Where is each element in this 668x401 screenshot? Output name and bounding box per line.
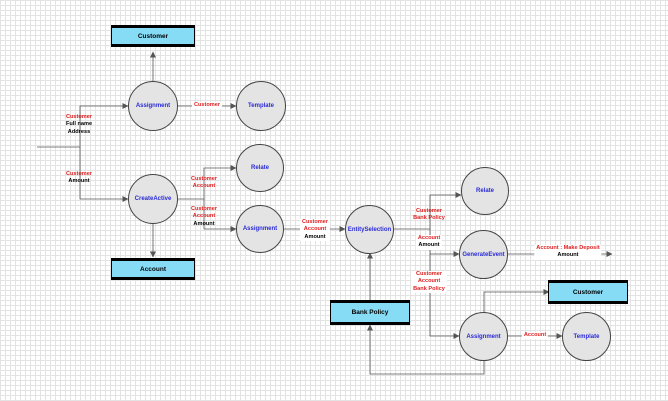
entity-selection-process[interactable]: EntitySelection	[345, 205, 394, 254]
label-text: Account	[417, 235, 441, 241]
label-text: Account	[417, 278, 441, 285]
customer-store-right[interactable]: Customer	[548, 280, 628, 304]
label-assign-to-template-2: Account	[521, 332, 549, 340]
generate-event-process[interactable]: GenerateEvent	[459, 230, 508, 279]
label-assign-to-template: Customer	[191, 102, 223, 110]
account-store[interactable]: Account	[111, 258, 195, 280]
label-text: Account	[303, 226, 327, 233]
flow-to-assignment-1	[79, 103, 129, 147]
create-active-process[interactable]: CreateActive	[128, 174, 178, 224]
label-text: Bank Policy	[413, 285, 445, 292]
label-text: Customer	[193, 102, 221, 108]
flow-to-create-active	[79, 147, 129, 202]
template-process-1[interactable]: Template	[236, 81, 286, 131]
assignment-process-1[interactable]: Assignment	[128, 81, 178, 131]
label-text: Customer	[190, 176, 218, 182]
flow-create-to-relate	[178, 165, 237, 200]
label-entity-to-assignment: Customer Account Bank Policy	[411, 271, 447, 293]
label-text: Amount	[418, 242, 440, 249]
label-text: Customer	[301, 219, 329, 225]
label-text: Full name	[65, 121, 93, 128]
label-text: Address	[67, 128, 91, 135]
flow-assignment-to-bankpolicy	[367, 324, 485, 375]
label-text: Amount	[304, 233, 326, 240]
assignment-process-3[interactable]: Assignment	[459, 312, 508, 361]
flow-create-to-assignment-2	[203, 199, 237, 232]
label-create-to-relate: Customer Account	[191, 176, 217, 191]
template-process-2[interactable]: Template	[562, 312, 611, 361]
label-text: Customer	[65, 114, 93, 120]
flow-entity-to-relate	[394, 192, 462, 230]
label-create-to-assignment: Customer Account Amount	[191, 206, 217, 228]
label-text: Amount	[557, 252, 579, 259]
label-text: Bank Policy	[413, 215, 445, 222]
label-text: Amount	[193, 220, 215, 227]
bank-policy-store[interactable]: Bank Policy	[330, 300, 410, 325]
label-text: Account : Make Deposit	[536, 245, 600, 251]
label-text: Customer	[65, 171, 93, 177]
label-text: Account	[192, 213, 216, 220]
label-text: Customer	[415, 208, 443, 214]
label-text: Customer	[415, 271, 443, 277]
label-text: Amount	[68, 178, 90, 185]
label-text: Account	[523, 332, 547, 338]
customer-store-top[interactable]: Customer	[111, 25, 195, 47]
label-input-assignment: Customer Full name Address	[66, 114, 92, 136]
label-generate-out: Account : Make Deposit Amount	[534, 245, 602, 260]
flow-entity-to-assignment-3	[429, 254, 460, 339]
label-text: Account	[192, 183, 216, 190]
relate-process-2[interactable]: Relate	[461, 167, 509, 215]
label-entity-to-generate: Account Amount	[415, 235, 443, 250]
relate-process-1[interactable]: Relate	[236, 144, 284, 192]
label-input-create: Customer Amount	[66, 171, 92, 186]
label-text: Customer	[190, 206, 218, 212]
label-entity-to-relate: Customer Bank Policy	[413, 208, 445, 223]
label-assign-to-entity: Customer Account Amount	[299, 219, 331, 241]
assignment-process-2[interactable]: Assignment	[236, 205, 284, 253]
flow-assignment-to-customer-right	[483, 289, 550, 313]
